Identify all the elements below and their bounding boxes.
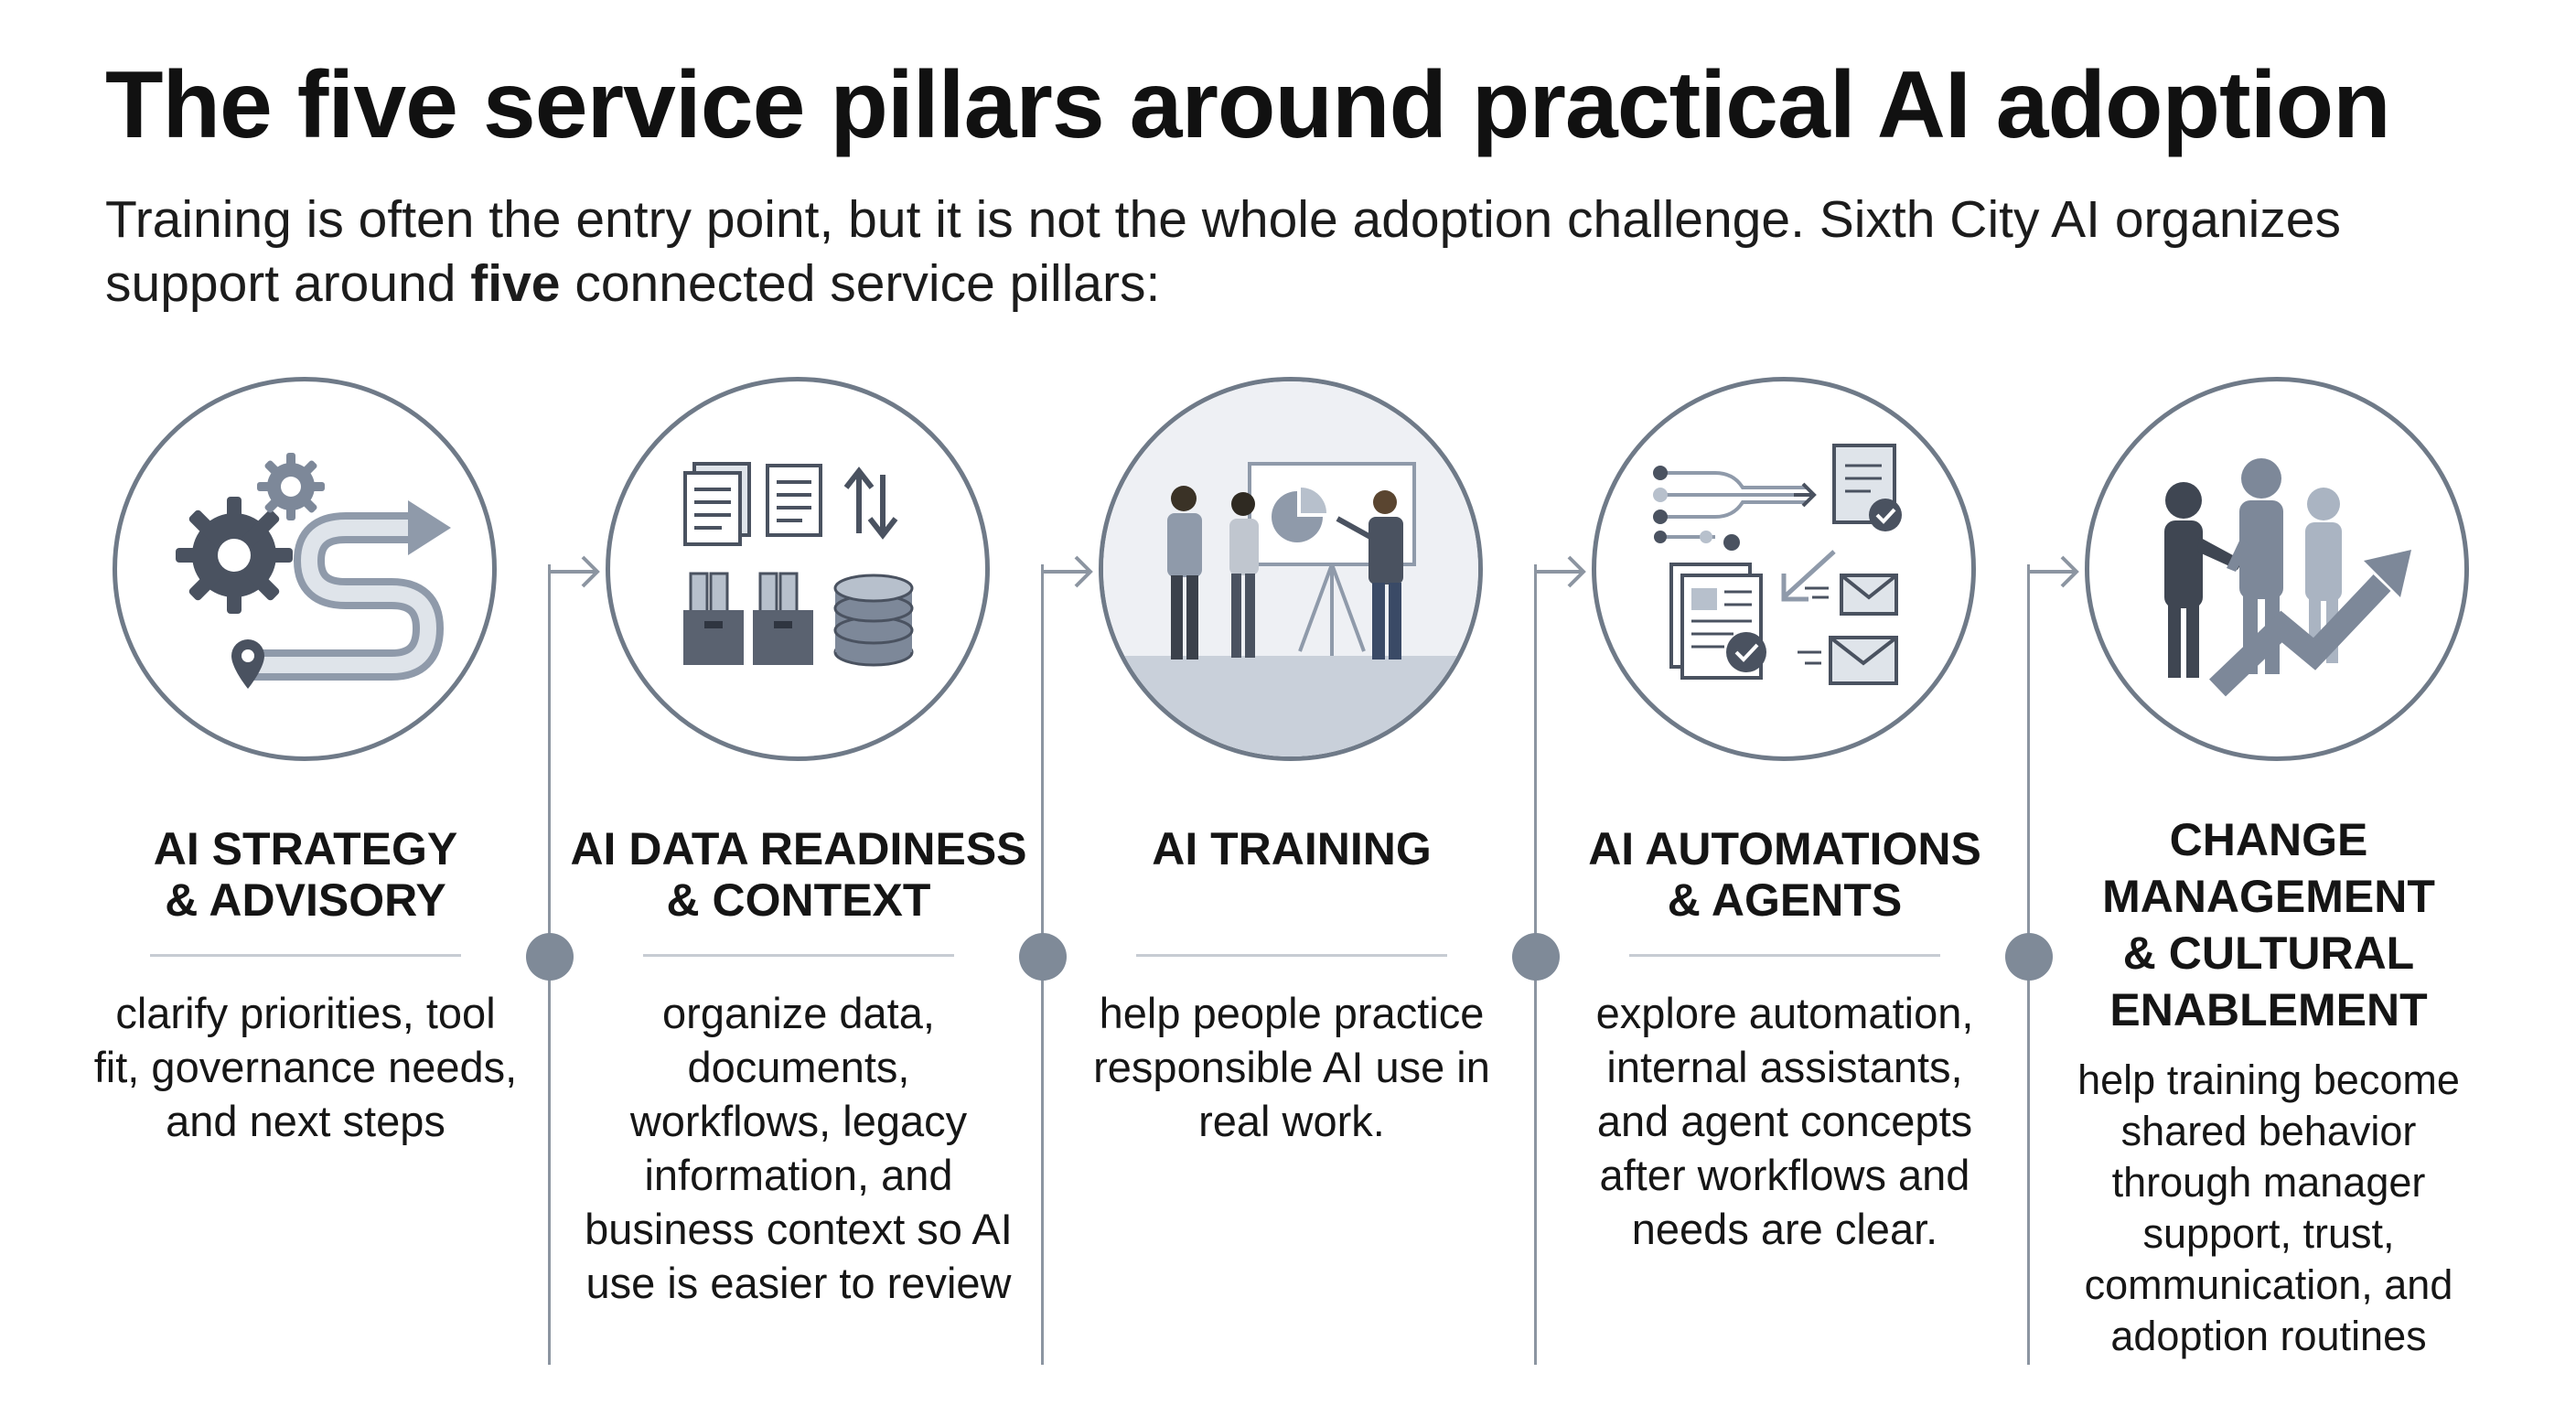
connector-dot	[1019, 933, 1067, 981]
pillar-title-line: MANAGEMENT	[2102, 871, 2435, 922]
subtitle-emphasis: five	[470, 254, 561, 313]
pillar-title-line: & CONTEXT	[666, 874, 931, 926]
divider	[150, 954, 461, 957]
training-presentation-icon	[1099, 377, 1483, 761]
pillar-title-line: CHANGE	[2169, 814, 2368, 865]
pillar-description: explore automation, internal assistants,…	[1595, 989, 1974, 1253]
automation-workflow-icon	[1592, 377, 1976, 761]
pillar-title: AI STRATEGY & ADVISORY	[68, 823, 543, 926]
divider	[1136, 954, 1447, 957]
connector-dot	[2005, 933, 2053, 981]
pillar-title-line: AI STRATEGY	[153, 823, 458, 874]
divider	[643, 954, 954, 957]
pillar-title-line: & CULTURAL	[2122, 928, 2415, 979]
pillar-title-line: & ADVISORY	[165, 874, 446, 926]
strategy-gears-path-icon	[113, 377, 497, 761]
people-growth-icon	[2085, 377, 2469, 761]
connector-dot	[526, 933, 574, 981]
connector-arrow-icon	[1043, 555, 1093, 588]
pillar-title: AI DATA READINESS & CONTEXT	[561, 823, 1036, 926]
page-subtitle: Training is often the entry point, but i…	[105, 188, 2520, 316]
connector-arrow-icon	[2029, 555, 2079, 588]
connector-arrow-icon	[550, 555, 600, 588]
subtitle-text: Training is often the entry point, but i…	[105, 190, 2341, 313]
subtitle-text-end: connected service pillars:	[560, 254, 1161, 313]
documents-database-icon	[606, 377, 990, 761]
pillar-title-line: & AGENTS	[1667, 874, 1903, 926]
pillar-title-line: AI DATA READINESS	[570, 823, 1027, 874]
pillar-title-line: AI AUTOMATIONS	[1588, 823, 1981, 874]
connector-arrow-icon	[1536, 555, 1586, 588]
pillar-description: help training become shared behavior thr…	[2077, 1056, 2460, 1359]
pillar-title-line: AI TRAINING	[1152, 823, 1432, 874]
pillar-description: help people practice responsible AI use …	[1093, 989, 1490, 1145]
divider	[1629, 954, 1940, 957]
pillar-description: organize data, documents, workflows, leg…	[585, 989, 1013, 1307]
connector-dot	[1512, 933, 1560, 981]
pillar-title-line: ENABLEMENT	[2109, 984, 2428, 1035]
pillar-title: AI AUTOMATIONS & AGENTS	[1547, 823, 2023, 926]
pillar-description: clarify priorities, tool fit, governance…	[93, 989, 518, 1145]
page-title: The five service pillars around practica…	[105, 52, 2391, 158]
pillar-title: CHANGE MANAGEMENT & CULTURAL ENABLEMENT	[2031, 811, 2506, 1038]
pillar-title: AI TRAINING	[1054, 823, 1530, 874]
